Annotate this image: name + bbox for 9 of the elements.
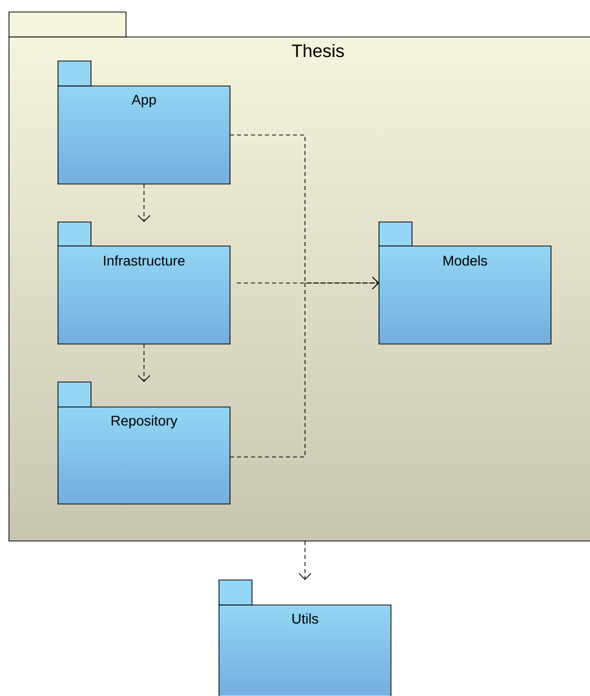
package-box: App	[58, 60, 230, 184]
dependency-arrow	[138, 344, 150, 382]
dependency-arrow	[230, 276, 379, 458]
package-box: Repository	[58, 382, 230, 504]
package-box: Utils	[218, 580, 392, 696]
dependency-arrow	[138, 184, 150, 222]
package-box: Infrastructure	[58, 222, 230, 344]
dependency-arrow	[298, 540, 312, 580]
package-box: Models	[378, 222, 552, 344]
